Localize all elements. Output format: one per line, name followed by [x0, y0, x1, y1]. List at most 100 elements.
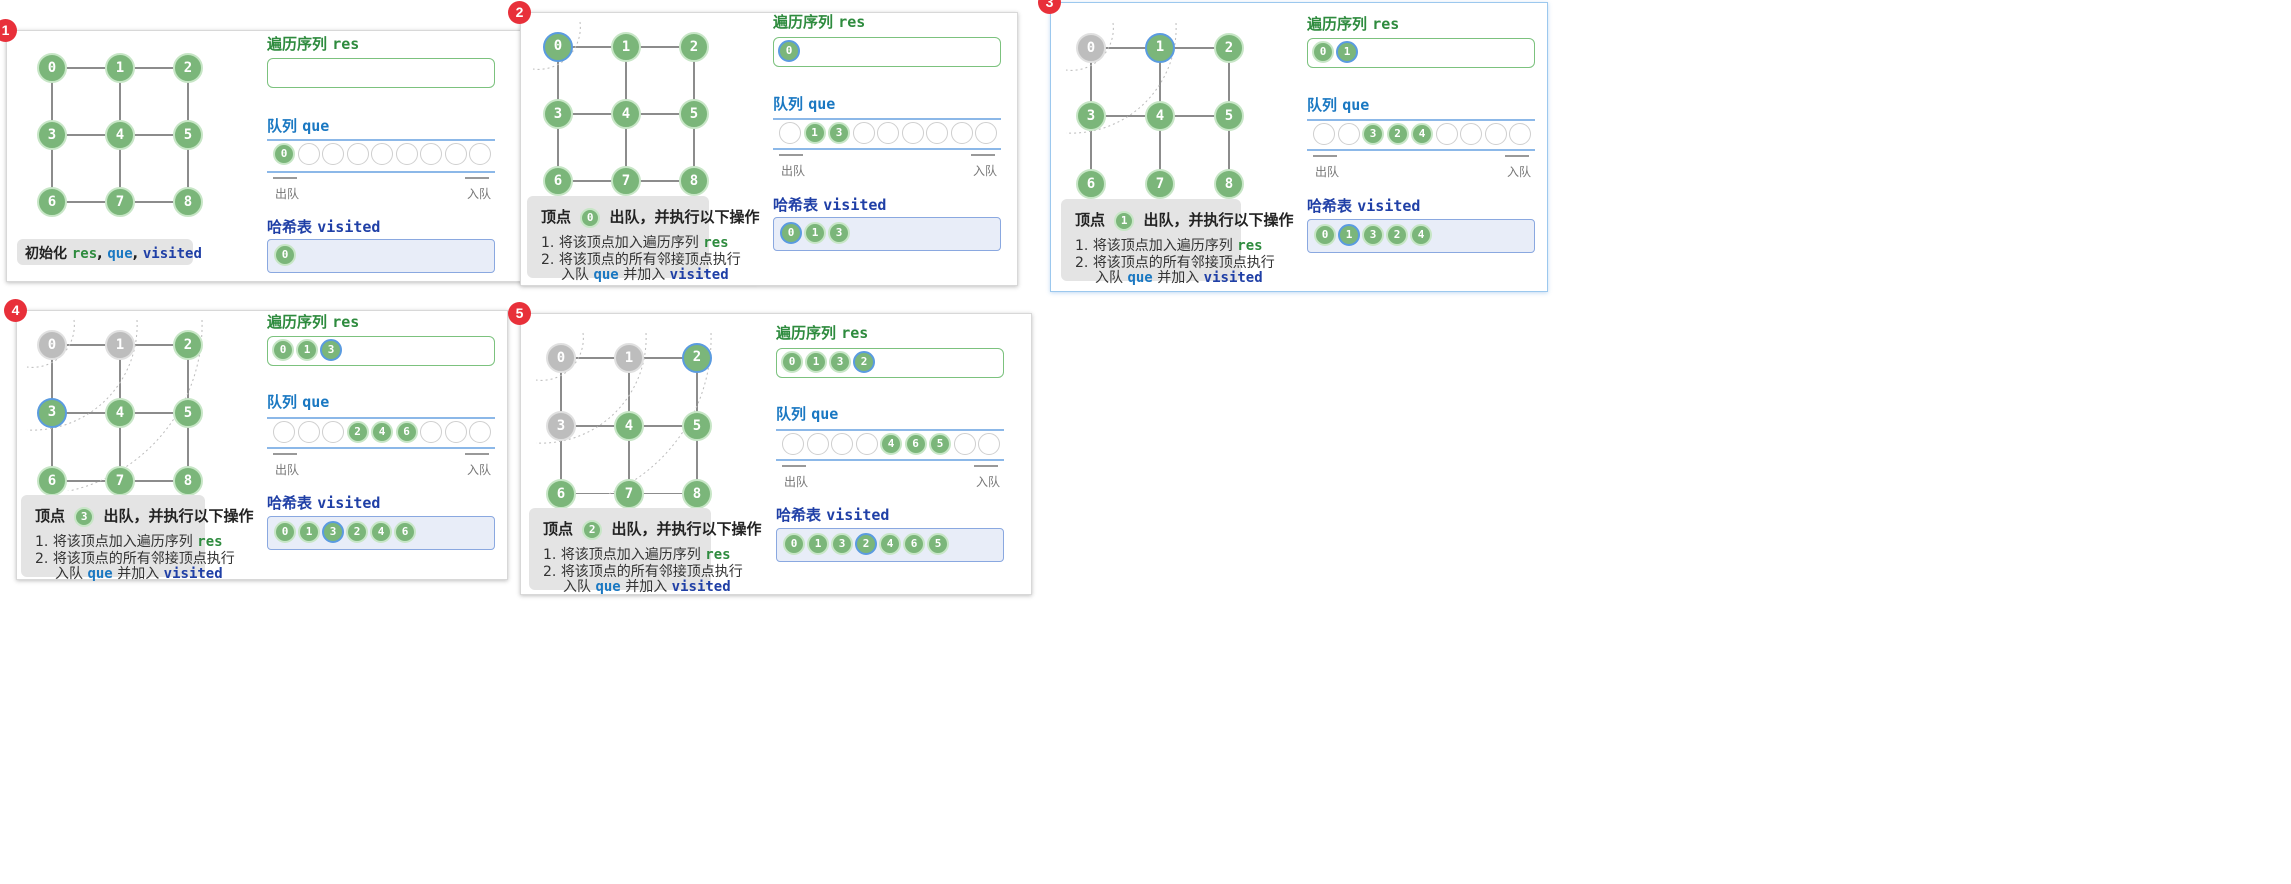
queue-slot-empty: [953, 433, 976, 455]
queue-item-2: 2: [346, 421, 369, 443]
visited-item-4: 4: [1410, 224, 1432, 246]
que-title: 队列 que: [267, 115, 329, 136]
step2b-code1: que: [595, 579, 621, 595]
queue-item-2: 2: [1386, 123, 1409, 145]
res-item-0: 0: [272, 339, 294, 361]
step-item-2: 2. 将该顶点的所有邻接顶点执行: [543, 561, 743, 581]
step2b-code2: visited: [1203, 270, 1263, 286]
queue-slot-empty: [420, 143, 442, 165]
que-title-text: 队列: [267, 393, 303, 411]
graph-vertex-2: 2: [173, 53, 203, 83]
step-item-1: 1. 将该顶点加入遍历序列 res: [543, 544, 731, 564]
visited-item-3: 3: [1362, 224, 1384, 246]
visited-title-code: visited: [823, 196, 887, 214]
visited-item-3: 3: [828, 222, 850, 244]
visited-title: 哈希表 visited: [776, 504, 889, 525]
graph-vertex-0: 0: [543, 32, 573, 62]
queue-slot-empty: [420, 421, 442, 443]
res-box: 0: [773, 37, 1001, 67]
queue-slot-empty: [950, 122, 973, 144]
graph-vertex-3: 3: [543, 99, 573, 129]
step-vertex-label: 顶点: [1075, 211, 1111, 229]
graph-vertex-3: 3: [37, 120, 67, 150]
step2b-text1: 入队: [1095, 270, 1128, 286]
step2b-code1: que: [593, 267, 619, 283]
queue-slot-empty: [395, 143, 418, 165]
step1-code: res: [703, 235, 729, 251]
queue-slot-empty: [852, 122, 875, 144]
step2-text: 将该顶点的所有邻接顶点执行: [1092, 255, 1275, 271]
step-item-2: 2. 将该顶点的所有邻接顶点执行: [1075, 252, 1275, 272]
visited-title-code: visited: [317, 218, 381, 236]
graph-vertex-8: 8: [1214, 169, 1244, 199]
res-item-3: 3: [320, 339, 342, 361]
step-heading: 顶点 2 出队，并执行以下操作: [543, 518, 761, 540]
visited-item-0: 0: [274, 521, 296, 543]
res-item-0: 0: [1312, 41, 1334, 63]
que-title-code: que: [1342, 96, 1370, 114]
visited-title-code: visited: [1357, 197, 1421, 215]
step1-text: 将该顶点加入遍历序列: [52, 534, 198, 550]
visited-title: 哈希表 visited: [267, 216, 380, 237]
enqueue-label: 入队: [467, 463, 492, 477]
queue-slot-empty: [926, 122, 948, 144]
frontier-arc: [26, 319, 138, 431]
visited-item-1: 1: [807, 533, 829, 555]
res-item-1: 1: [296, 339, 318, 361]
res-title: 遍历序列 res: [267, 33, 359, 54]
graph-vertex-3: 3: [546, 411, 576, 441]
visited-title-text: 哈希表: [776, 506, 827, 524]
res-title-code: res: [838, 13, 866, 31]
step2-prefix: 2.: [1075, 255, 1093, 271]
visited-item-5: 5: [927, 533, 949, 555]
enqueue-arrow: [465, 453, 489, 455]
current-vertex: 3: [74, 506, 95, 527]
graph-vertex-1: 1: [611, 32, 641, 62]
enqueue-arrow: [974, 465, 998, 467]
visited-item-4: 4: [879, 533, 901, 555]
queue-slot-empty: [346, 143, 369, 165]
step2b-text2: 并加入: [620, 579, 672, 595]
res-title-text: 遍历序列: [267, 35, 333, 53]
current-vertex: 0: [580, 207, 601, 228]
res-title-text: 遍历序列: [1307, 15, 1373, 33]
res-title: 遍历序列 res: [1307, 13, 1399, 34]
visited-title-code: visited: [826, 506, 890, 524]
queue-bottom-line: [267, 171, 495, 173]
step2-text: 将该顶点的所有邻接顶点执行: [560, 564, 743, 580]
queue-slot-empty: [1435, 123, 1458, 145]
queue-bottom-line: [776, 459, 1004, 461]
step-vertex-label: 顶点: [543, 520, 579, 538]
graph-edges: [535, 332, 712, 494]
graph-vertex-7: 7: [611, 166, 641, 196]
queue-item-4: 4: [1411, 123, 1433, 145]
que-title-code: que: [302, 393, 330, 411]
step-action: 出队，并执行以下操作: [606, 520, 762, 538]
queue-top-line: [1307, 119, 1535, 121]
dequeue-arrow: [779, 154, 803, 156]
step-item-2b: 入队 que 并加入 visited: [563, 576, 731, 596]
step-heading: 顶点 1 出队，并执行以下操作: [1075, 209, 1293, 231]
step1-text: 将该顶点加入遍历序列: [560, 547, 706, 563]
graph-vertex-7: 7: [105, 187, 135, 217]
queue-slot-empty: [1509, 123, 1531, 145]
res-item-3: 3: [829, 351, 851, 373]
res-title: 遍历序列 res: [776, 322, 868, 343]
step-item-2: 2. 将该顶点的所有邻接顶点执行: [35, 548, 235, 568]
queue-slot-empty: [444, 421, 467, 443]
step2b-code2: visited: [671, 579, 731, 595]
enqueue-arrow: [465, 177, 489, 179]
res-item-0: 0: [781, 351, 803, 373]
queue-slot-empty: [1460, 123, 1482, 145]
step1-code: res: [1237, 238, 1263, 254]
enqueue-label: 入队: [973, 164, 998, 178]
enqueue-label: 入队: [467, 187, 492, 201]
que-title-code: que: [811, 405, 839, 423]
visited-title-text: 哈希表: [267, 218, 318, 236]
que-title: 队列 que: [776, 403, 838, 424]
step1-prefix: 1.: [35, 534, 53, 550]
